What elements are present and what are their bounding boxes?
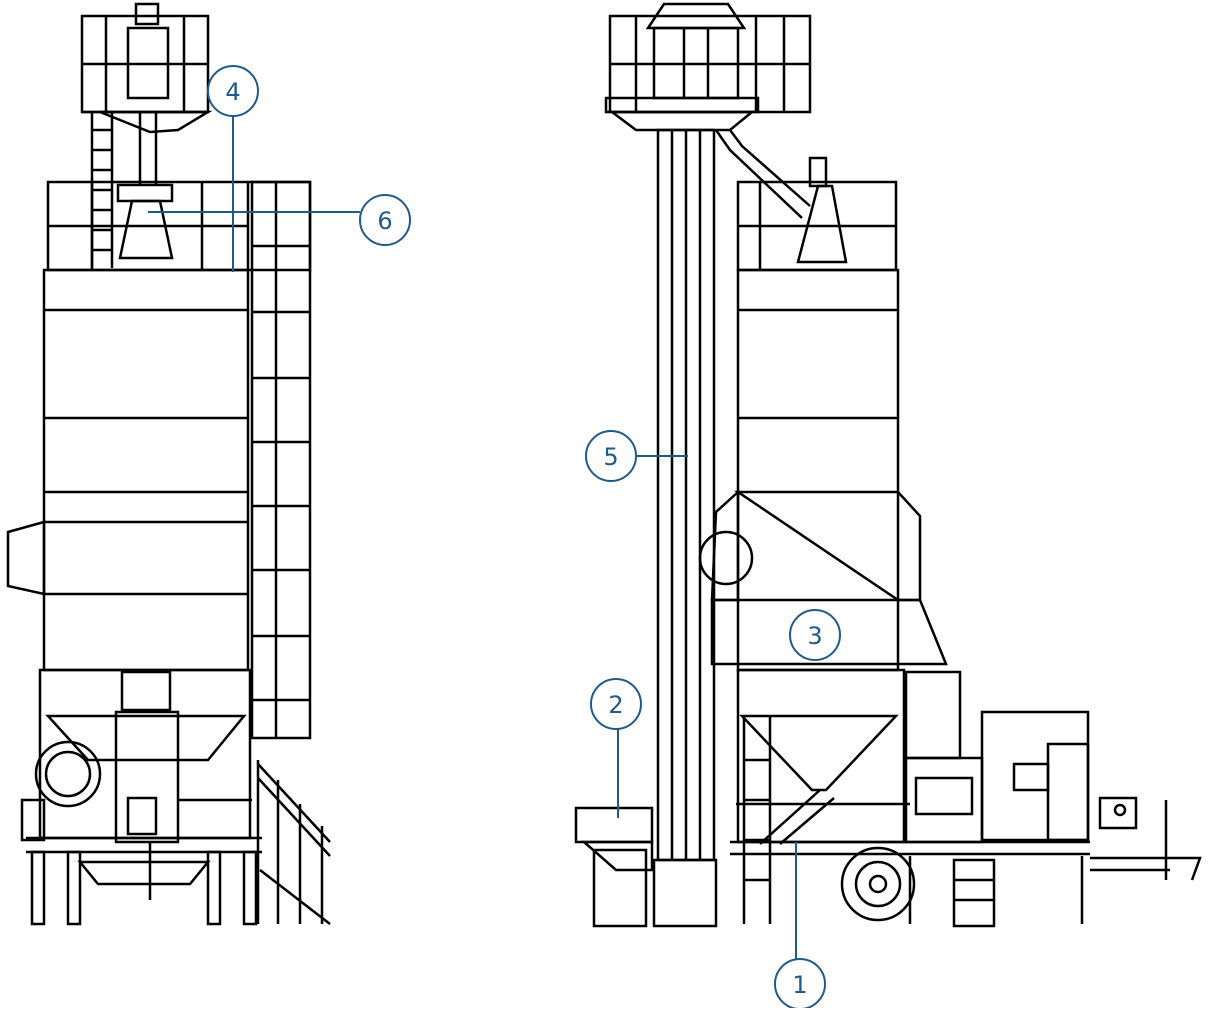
callout-2-circle: [590, 678, 642, 730]
callout-labels: 1 2 3 4 5 6: [225, 78, 822, 999]
callout-1-label: 1: [792, 971, 807, 999]
left-top-cage: [80, 2, 213, 134]
right-top-cage: [604, 2, 812, 132]
callout-4-label: 4: [225, 78, 240, 106]
left-upper-ladder: [90, 112, 114, 268]
callout-5-label: 5: [603, 443, 618, 471]
callout-5-circle: [585, 430, 637, 482]
left-stairs: [256, 760, 331, 925]
callout-2-label: 2: [608, 691, 623, 719]
callout-6-label: 6: [377, 207, 392, 235]
right-dryer-body: [698, 268, 948, 672]
left-roof-railing: [46, 180, 312, 272]
right-elevator: [574, 128, 718, 928]
left-legs: [26, 836, 262, 926]
left-dryer-view: [6, 2, 331, 926]
left-hopper: [20, 668, 252, 844]
left-dryer-body: [6, 268, 250, 672]
right-trailer: [730, 800, 1202, 928]
callout-6-circle: [359, 194, 411, 246]
right-burner-unit: [904, 670, 1138, 844]
callout-3-label: 3: [807, 622, 822, 650]
right-roof-railing: [736, 156, 898, 272]
left-side-ladder: [250, 180, 312, 740]
left-feed-pipe: [116, 112, 174, 260]
callouts: [148, 65, 841, 1010]
right-hopper: [736, 668, 910, 924]
right-spout: [714, 129, 811, 219]
callout-4-circle: [207, 65, 259, 117]
callout-3-circle: [789, 609, 841, 661]
right-dryer-view: [574, 2, 1202, 928]
